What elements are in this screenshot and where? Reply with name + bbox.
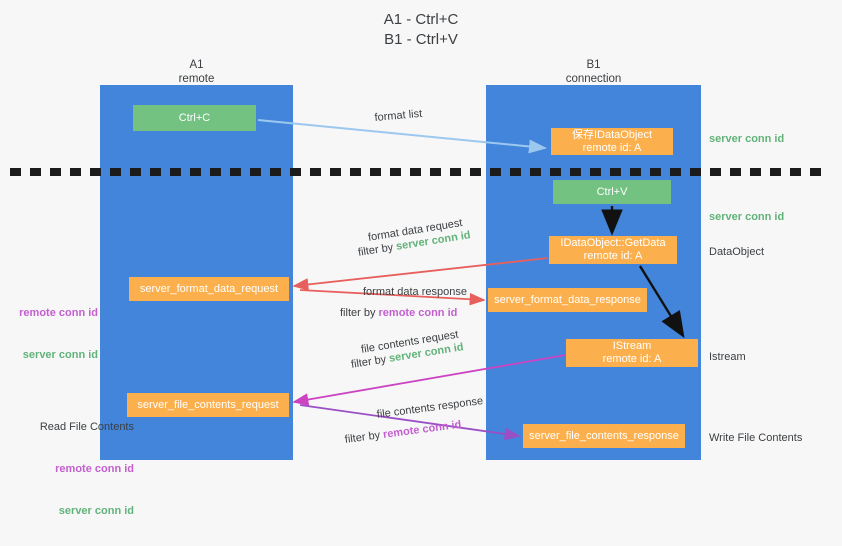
- filter-value-remote-conn-id-2: remote conn id: [382, 418, 463, 441]
- node-idataobject-getdata[interactable]: IDataObject::GetData remote id: A: [549, 236, 677, 264]
- edge-label-file-contents-response: file contents response: [376, 395, 484, 421]
- label-server-conn-id-2: server conn id: [58, 505, 134, 517]
- label-server-conn-id-1: server conn id: [22, 349, 98, 361]
- label-remote-conn-id-2: remote conn id: [55, 463, 134, 475]
- label-server-conn-id-top: server conn id: [709, 133, 785, 145]
- label-server-conn-id-mid: server conn id: [709, 211, 785, 223]
- node-istream[interactable]: IStream remote id: A: [566, 339, 698, 367]
- label-read-file-contents: Read File Contents: [39, 421, 134, 433]
- edge-label-file-contents-response-filter: filter by remote conn id: [344, 418, 462, 447]
- label-istream: Istream: [709, 351, 746, 363]
- edge-label-format-data-response: format data response: [363, 286, 467, 298]
- filter-prefix-3: filter by: [350, 352, 391, 371]
- node-save-idataobject[interactable]: 保存IDataObject remote id: A: [551, 128, 673, 155]
- filter-prefix-2: filter by: [340, 307, 379, 319]
- node-ctrl-v[interactable]: Ctrl+V: [553, 180, 671, 204]
- node-server-file-contents-response[interactable]: server_file_contents_response: [523, 424, 685, 448]
- lane-a1-header: A1 remote: [178, 59, 215, 85]
- node-server-file-contents-request[interactable]: server_file_contents_request: [127, 393, 289, 417]
- label-left-conn-ids-2: Read File Contents remote conn id server…: [8, 392, 134, 546]
- edge-label-format-data-response-filter: filter by remote conn id: [340, 306, 457, 320]
- label-write-file-contents: Write File Contents: [709, 432, 803, 444]
- filter-prefix-4: filter by: [344, 428, 384, 446]
- edge-label-format-list: format list: [374, 107, 423, 124]
- label-dataobject: DataObject: [709, 246, 765, 258]
- label-left-conn-ids-1: remote conn id server conn id: [8, 278, 98, 390]
- node-server-format-data-response[interactable]: server_format_data_response: [488, 288, 647, 312]
- node-ctrl-c[interactable]: Ctrl+C: [133, 105, 256, 131]
- node-server-format-data-request[interactable]: server_format_data_request: [129, 277, 289, 301]
- lane-b1-header: B1 connection: [565, 59, 622, 85]
- diagram-canvas: A1 - Ctrl+C B1 - Ctrl+V A1 remote B1 con…: [8, 11, 830, 517]
- label-remote-conn-id-1: remote conn id: [19, 307, 98, 319]
- filter-value-remote-conn-id-1: remote conn id: [378, 307, 458, 319]
- page-title: A1 - Ctrl+C B1 - Ctrl+V: [383, 11, 459, 48]
- filter-prefix-1: filter by: [357, 240, 398, 259]
